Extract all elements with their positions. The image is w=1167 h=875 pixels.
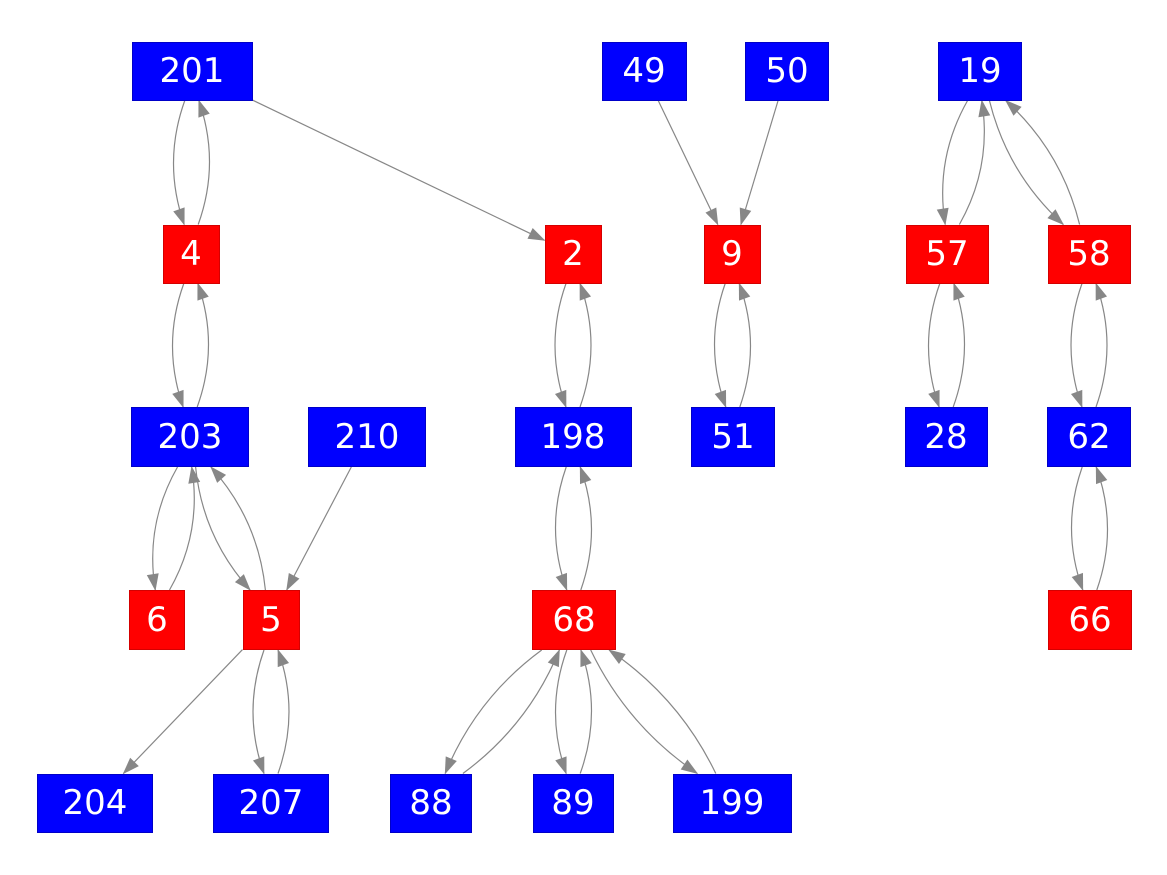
- node-199: 199: [672, 773, 792, 833]
- node-50: 50: [745, 41, 829, 101]
- node-58: 58: [1047, 224, 1131, 284]
- edge-58-19: [1004, 99, 1081, 225]
- node-19: 19: [938, 41, 1022, 101]
- node-89: 89: [532, 773, 614, 833]
- edge-5-203: [210, 466, 266, 591]
- node-28: 28: [904, 407, 988, 467]
- node-68: 68: [532, 590, 616, 650]
- edge-68-198: [579, 466, 593, 591]
- edge-203-5: [195, 466, 251, 591]
- edge-4-203: [171, 283, 185, 408]
- edge-57-28: [927, 283, 941, 408]
- edge-89-68: [579, 649, 593, 774]
- node-88: 88: [390, 773, 472, 833]
- edge-68-199: [590, 649, 699, 775]
- edge-66-62: [1095, 466, 1109, 591]
- node-198: 198: [514, 407, 632, 467]
- edge-62-66: [1070, 466, 1084, 591]
- node-6: 6: [129, 590, 185, 650]
- edge-203-4: [196, 282, 210, 408]
- node-210: 210: [308, 407, 426, 467]
- edge-201-2: [252, 99, 546, 241]
- edge-50-9: [739, 100, 779, 226]
- edge-203-6: [146, 466, 179, 591]
- edge-5-207: [252, 649, 265, 775]
- node-201: 201: [131, 41, 253, 101]
- edge-88-68: [462, 649, 560, 774]
- node-207: 207: [213, 773, 329, 833]
- node-204: 204: [37, 773, 153, 833]
- node-49: 49: [601, 41, 687, 101]
- node-2: 2: [544, 224, 602, 284]
- edge-4-201: [197, 99, 211, 225]
- edge-210-5: [286, 466, 352, 591]
- edge-207-5: [277, 649, 290, 774]
- edge-5-204: [122, 649, 243, 775]
- node-62: 62: [1047, 407, 1131, 467]
- edge-6-203: [168, 466, 201, 591]
- node-57: 57: [905, 224, 989, 284]
- edge-68-88: [444, 649, 543, 775]
- edge-51-9: [738, 282, 752, 408]
- edge-199-68: [608, 649, 717, 774]
- edge-19-58: [988, 100, 1065, 226]
- node-4: 4: [162, 224, 220, 284]
- edge-57-19: [958, 99, 991, 225]
- node-51: 51: [691, 407, 775, 467]
- edge-2-198: [554, 283, 567, 408]
- edge-68-89: [554, 649, 568, 775]
- edge-28-57: [952, 282, 966, 408]
- node-203: 203: [131, 407, 249, 467]
- edge-198-2: [579, 282, 592, 408]
- node-66: 66: [1048, 590, 1132, 650]
- edge-198-68: [554, 466, 568, 591]
- node-9: 9: [703, 224, 761, 284]
- edge-49-9: [657, 100, 719, 226]
- node-5: 5: [242, 590, 300, 650]
- edge-9-51: [713, 283, 727, 408]
- edge-201-4: [172, 100, 186, 226]
- edge-19-57: [936, 100, 969, 226]
- edge-58-62: [1070, 283, 1083, 408]
- edge-62-58: [1095, 282, 1108, 408]
